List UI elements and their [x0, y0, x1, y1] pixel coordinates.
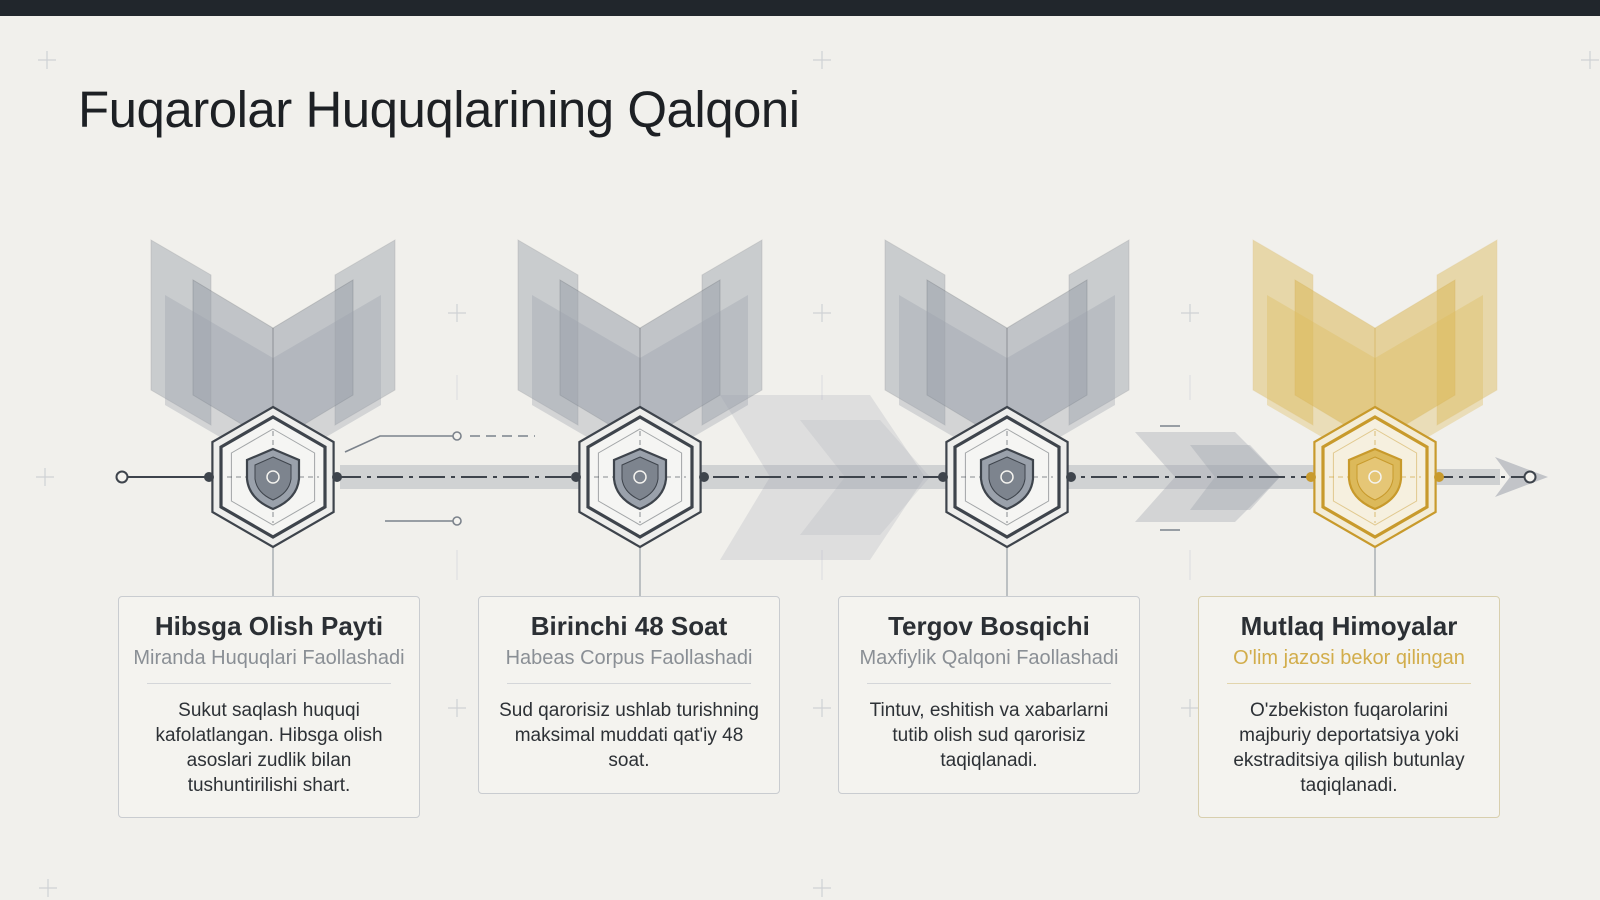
shield-icon — [612, 447, 668, 511]
hexagon-badge-icon — [938, 405, 1076, 549]
chevron-banner-icon — [1252, 239, 1498, 468]
stage-node — [150, 239, 396, 606]
stage-card-body: Sukut saqlash huquqi kafolatlangan. Hibs… — [155, 700, 383, 796]
stage-node-gold — [1252, 239, 1498, 606]
stage-card-title: Birinchi 48 Soat — [530, 611, 728, 641]
stage-card-title: Mutlaq Himoyalar — [1240, 611, 1458, 641]
stage-card-title: Hibsga Olish Payti — [154, 611, 384, 641]
page-title: Fuqarolar Huquqlarining Qalqoni — [78, 81, 800, 138]
top-bar — [0, 0, 1600, 16]
timeline-start-dot — [115, 470, 129, 484]
guide-lines — [456, 375, 1191, 580]
stage-card-subtitle: O'lim jazosi bekor qilingan — [1233, 647, 1465, 669]
card-divider — [147, 683, 391, 684]
circuit-traces — [344, 425, 1180, 531]
card-divider — [1227, 683, 1471, 684]
stage-node — [517, 239, 763, 606]
stage-card-body: O'zbekiston fuqarolarini majburiy deport… — [1233, 700, 1465, 796]
stage-card-subtitle: Maxfiylik Qalqoni Faollashadi — [859, 647, 1119, 669]
card-divider — [507, 683, 751, 684]
stage-card: Hibsga Olish Payti Miranda Huquqlari Fao… — [118, 596, 420, 818]
stage-card-subtitle: Habeas Corpus Faollashadi — [505, 647, 753, 669]
shield-icon — [979, 447, 1035, 511]
background-crosses — [36, 51, 1599, 897]
stage-card-title: Tergov Bosqichi — [888, 611, 1090, 641]
chevron-banner-icon — [150, 239, 396, 468]
stage-card-body: Sud qarorisiz ushlab turishning maksimal… — [499, 700, 759, 771]
shield-icon — [245, 447, 301, 511]
card-divider — [867, 683, 1111, 684]
stage-card: Tergov Bosqichi Maxfiylik Qalqoni Faolla… — [838, 596, 1140, 794]
stage-node — [884, 239, 1130, 606]
timeline-end-dot — [1523, 470, 1537, 484]
stage-card-subtitle: Miranda Huquqlari Faollashadi — [133, 647, 405, 669]
chevron-banner-icon — [884, 239, 1130, 468]
stage-card: Birinchi 48 Soat Habeas Corpus Faollasha… — [478, 596, 780, 794]
stage-card-gold: Mutlaq Himoyalar O'lim jazosi bekor qili… — [1198, 596, 1500, 818]
stage-card-body: Tintuv, eshitish va xabarlarni tutib oli… — [869, 700, 1109, 771]
shield-icon — [1347, 447, 1403, 511]
chevron-banner-icon — [517, 239, 763, 468]
